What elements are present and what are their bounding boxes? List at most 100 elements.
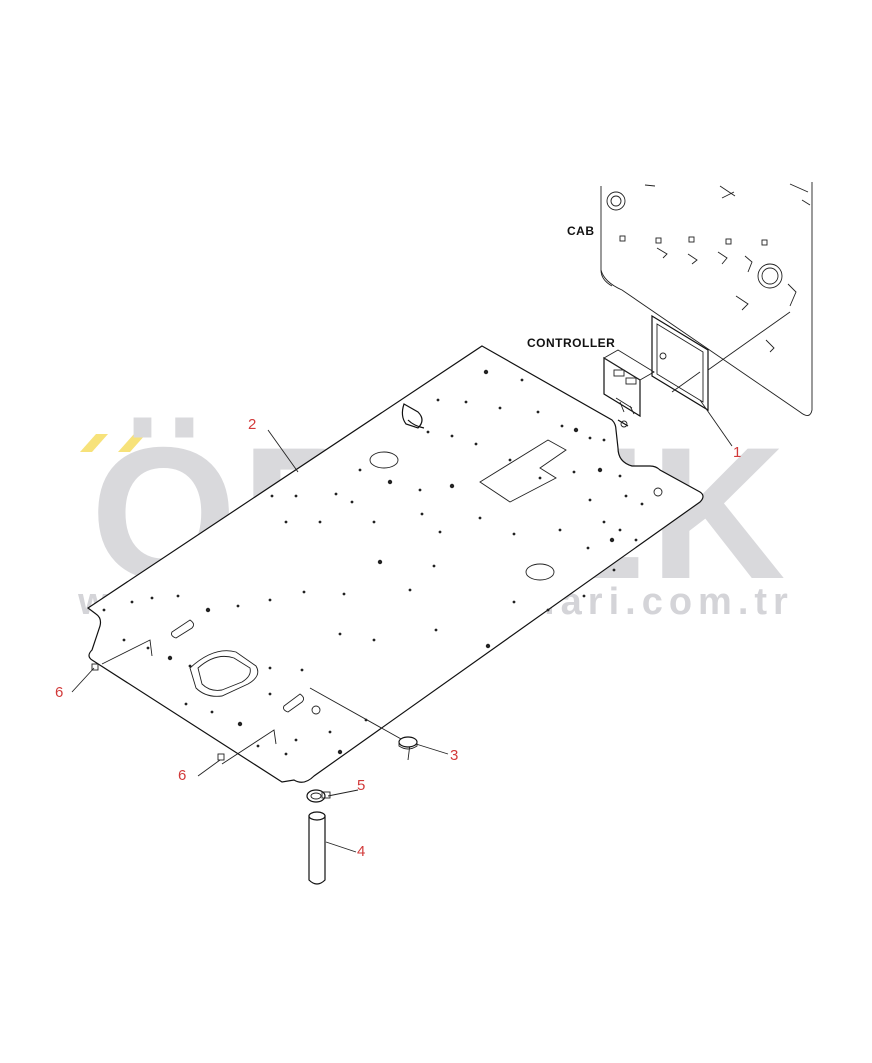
bolt-hole	[426, 430, 430, 434]
bolt-hole	[573, 427, 579, 433]
bolt-hole	[420, 512, 424, 516]
bolt-hole	[122, 638, 126, 642]
callout-5: 5	[357, 777, 365, 794]
bolt-hole	[205, 607, 211, 613]
bolt-hole	[464, 400, 468, 404]
bolt-hole	[377, 559, 383, 565]
bolt-hole	[558, 528, 562, 532]
bolt-hole	[256, 744, 260, 748]
part-pipe	[308, 811, 326, 885]
bolt-hole	[520, 378, 524, 382]
bolt-hole	[640, 502, 644, 506]
bolt-hole	[483, 369, 489, 375]
bolt-hole	[268, 666, 272, 670]
controller-label: CONTROLLER	[527, 336, 615, 350]
bolt-hole	[342, 592, 346, 596]
bolt-hole	[602, 438, 606, 442]
callout-2: 2	[248, 416, 256, 433]
leader-lines	[71, 399, 733, 853]
bolt-hole	[450, 434, 454, 438]
bolt-hole	[337, 749, 343, 755]
bolt-hole	[612, 568, 616, 572]
bolt-hole	[364, 718, 368, 722]
bolt-hole	[150, 596, 154, 600]
cab-structure	[600, 182, 813, 416]
bolt-hole	[546, 608, 550, 612]
bolt-hole	[560, 424, 564, 428]
bolt-hole	[176, 594, 180, 598]
bolt-hole	[358, 468, 362, 472]
bolt-hole	[188, 664, 192, 668]
bolt-hole	[618, 474, 622, 478]
bolt-hole	[536, 410, 540, 414]
bolt-hole	[449, 483, 455, 489]
bolt-hole	[268, 692, 272, 696]
bolt-hole	[130, 600, 134, 604]
bolt-hole	[474, 442, 478, 446]
bolt-hole	[284, 752, 288, 756]
bolt-hole	[508, 458, 512, 462]
bolt-hole	[538, 476, 542, 480]
bolt-hole	[294, 738, 298, 742]
bolt-hole	[294, 494, 298, 498]
part-fastener-left	[91, 663, 225, 761]
bolt-hole	[432, 564, 436, 568]
bolt-hole	[270, 494, 274, 498]
bolt-hole	[372, 638, 376, 642]
bolt-hole	[498, 406, 502, 410]
bolt-hole	[582, 594, 586, 598]
floor-plate	[86, 345, 704, 783]
bolt-hole	[588, 498, 592, 502]
bolt-hole	[588, 436, 592, 440]
bolt-hole	[328, 730, 332, 734]
bolt-hole	[146, 646, 150, 650]
bolt-hole	[485, 643, 491, 649]
bolt-hole	[434, 628, 438, 632]
bolt-hole	[102, 608, 106, 612]
callout-3: 3	[450, 747, 458, 764]
bolt-hole	[586, 546, 590, 550]
bolt-hole	[372, 520, 376, 524]
callout-4: 4	[357, 843, 365, 860]
bolt-hole	[597, 467, 603, 473]
bolt-hole	[634, 538, 638, 542]
bolt-hole	[236, 604, 240, 608]
bolt-hole	[210, 710, 214, 714]
callout-1: 1	[733, 444, 741, 461]
bolt-hole	[184, 702, 188, 706]
bolt-holes	[102, 369, 644, 756]
bolt-hole	[408, 588, 412, 592]
bolt-hole	[602, 520, 606, 524]
controller-assembly	[603, 311, 791, 428]
bolt-hole	[334, 492, 338, 496]
watermark-accent-right	[118, 434, 146, 452]
callout-6-lower: 6	[178, 767, 186, 784]
bolt-hole	[302, 590, 306, 594]
bolt-hole	[268, 598, 272, 602]
bolt-hole	[284, 520, 288, 524]
bolt-hole	[572, 470, 576, 474]
bolt-hole	[624, 494, 628, 498]
bolt-hole	[609, 537, 615, 543]
bolt-hole	[318, 520, 322, 524]
callout-6-upper: 6	[55, 684, 63, 701]
bolt-hole	[350, 500, 354, 504]
bolt-hole	[438, 530, 442, 534]
bolt-hole	[512, 600, 516, 604]
bolt-hole	[478, 516, 482, 520]
part-clamp	[306, 789, 331, 803]
watermark-accent-left	[80, 434, 108, 452]
part-cap	[398, 736, 418, 750]
bolt-hole	[338, 632, 342, 636]
bolt-hole	[436, 398, 440, 402]
bolt-hole	[618, 528, 622, 532]
cab-label: CAB	[567, 224, 595, 238]
bolt-hole	[387, 479, 393, 485]
bolt-hole	[300, 668, 304, 672]
bolt-hole	[237, 721, 243, 727]
bolt-hole	[512, 532, 516, 536]
bolt-hole	[418, 488, 422, 492]
bolt-hole	[167, 655, 173, 661]
